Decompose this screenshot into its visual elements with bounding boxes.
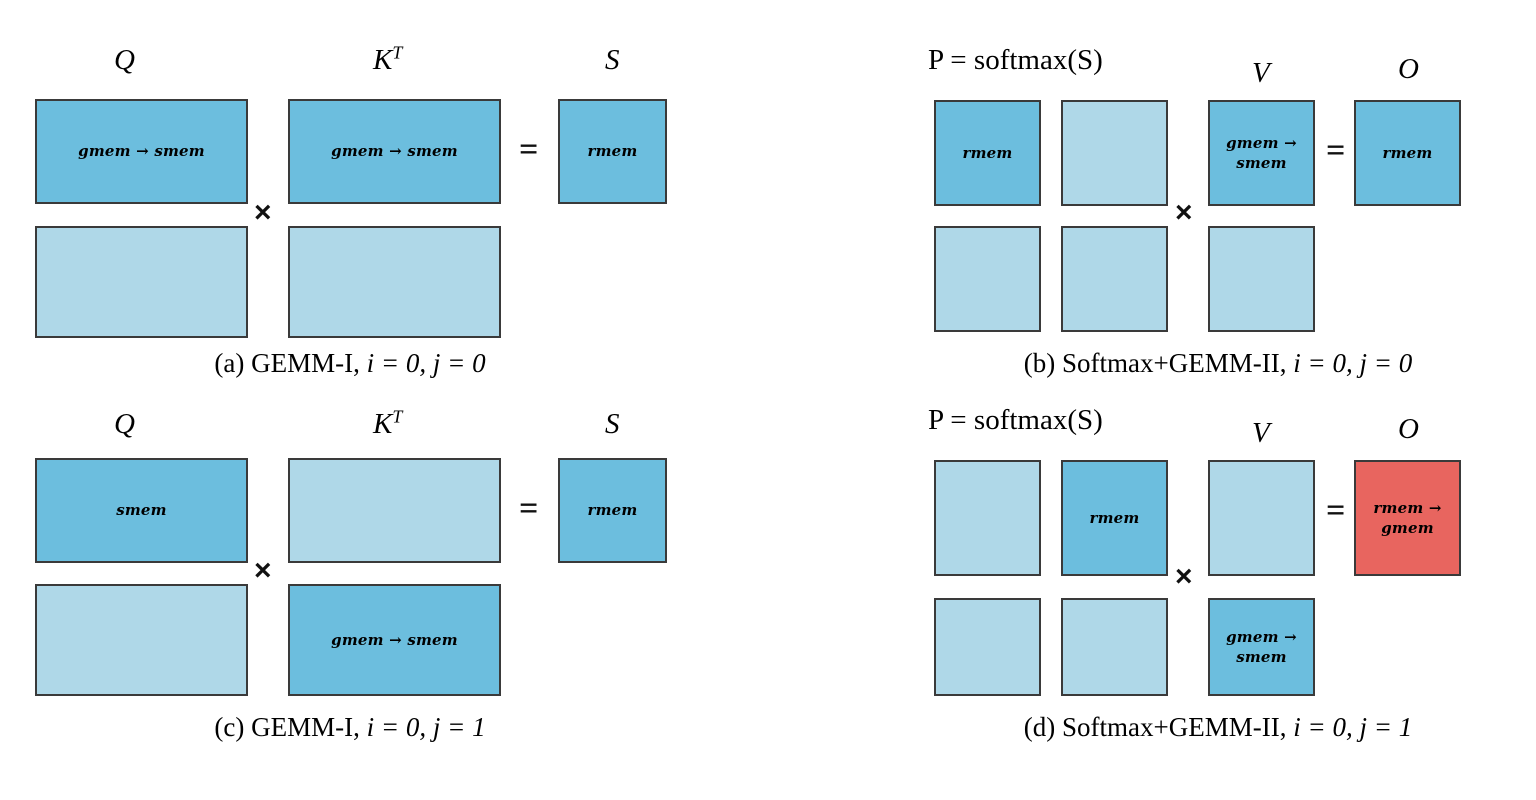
equals-operator-b: = bbox=[1326, 132, 1346, 169]
matrix-tile-s-c: rmem bbox=[558, 458, 667, 563]
matrix-tile-p-topright-d: rmem bbox=[1061, 460, 1168, 576]
matrix-label-v-d: V bbox=[1252, 417, 1270, 449]
matrix-tile-p-bottomright-b bbox=[1061, 226, 1168, 332]
matrix-tile-s-a: rmem bbox=[558, 99, 667, 204]
multiply-operator-d: × bbox=[1175, 560, 1193, 593]
panel-caption-d: (d) Softmax+GEMM-II, i = 0, j = 1 bbox=[1023, 712, 1413, 742]
matrix-label-p-d: P = softmax(S) bbox=[928, 404, 1103, 436]
matrix-tile-q-bottom-c bbox=[35, 584, 248, 696]
matrix-tile-kt-top-a: gmem → smem bbox=[288, 99, 501, 204]
matrix-tile-o-d: rmem → gmem bbox=[1354, 460, 1461, 576]
multiply-operator-c: × bbox=[254, 554, 272, 587]
matrix-tile-v-top-d bbox=[1208, 460, 1315, 576]
matrix-label-o-d: O bbox=[1398, 413, 1419, 445]
matrix-label-kt-c: KT bbox=[373, 406, 403, 440]
matrix-tile-q-top-c: smem bbox=[35, 458, 248, 563]
multiply-operator-a: × bbox=[254, 196, 272, 229]
matrix-label-s-c: S bbox=[605, 408, 620, 440]
matrix-label-p-b: P = softmax(S) bbox=[928, 44, 1103, 76]
matrix-tile-p-topright-b bbox=[1061, 100, 1168, 206]
matrix-tile-q-top-a: gmem → smem bbox=[35, 99, 248, 204]
matrix-tile-kt-bottom-c: gmem → smem bbox=[288, 584, 501, 696]
matrix-tile-p-bottomleft-b bbox=[934, 226, 1041, 332]
matrix-label-q-c: Q bbox=[114, 408, 135, 440]
multiply-operator-b: × bbox=[1175, 196, 1193, 229]
matrix-tile-kt-top-c bbox=[288, 458, 501, 563]
equals-operator-a: = bbox=[519, 131, 539, 168]
matrix-tile-p-bottomright-d bbox=[1061, 598, 1168, 696]
equals-operator-d: = bbox=[1326, 492, 1346, 529]
equals-operator-c: = bbox=[519, 490, 539, 527]
matrix-tile-v-top-b: gmem → smem bbox=[1208, 100, 1315, 206]
matrix-label-o-b: O bbox=[1398, 53, 1419, 85]
matrix-tile-q-bottom-a bbox=[35, 226, 248, 338]
matrix-tile-v-bottom-b bbox=[1208, 226, 1315, 332]
matrix-tile-o-b: rmem bbox=[1354, 100, 1461, 206]
matrix-label-kt-a: KT bbox=[373, 42, 403, 76]
matrix-tile-p-topleft-b: rmem bbox=[934, 100, 1041, 206]
matrix-label-v-b: V bbox=[1252, 57, 1270, 89]
matrix-tile-p-bottomleft-d bbox=[934, 598, 1041, 696]
matrix-tile-kt-bottom-a bbox=[288, 226, 501, 338]
matrix-tile-v-bottom-d: gmem → smem bbox=[1208, 598, 1315, 696]
panel-caption-a: (a) GEMM-I, i = 0, j = 0 bbox=[214, 348, 486, 378]
panel-caption-b: (b) Softmax+GEMM-II, i = 0, j = 0 bbox=[1023, 348, 1413, 378]
panel-caption-c: (c) GEMM-I, i = 0, j = 1 bbox=[214, 712, 486, 742]
matrix-label-s-a: S bbox=[605, 44, 620, 76]
matrix-label-q-a: Q bbox=[114, 44, 135, 76]
matrix-tile-p-topleft-d bbox=[934, 460, 1041, 576]
